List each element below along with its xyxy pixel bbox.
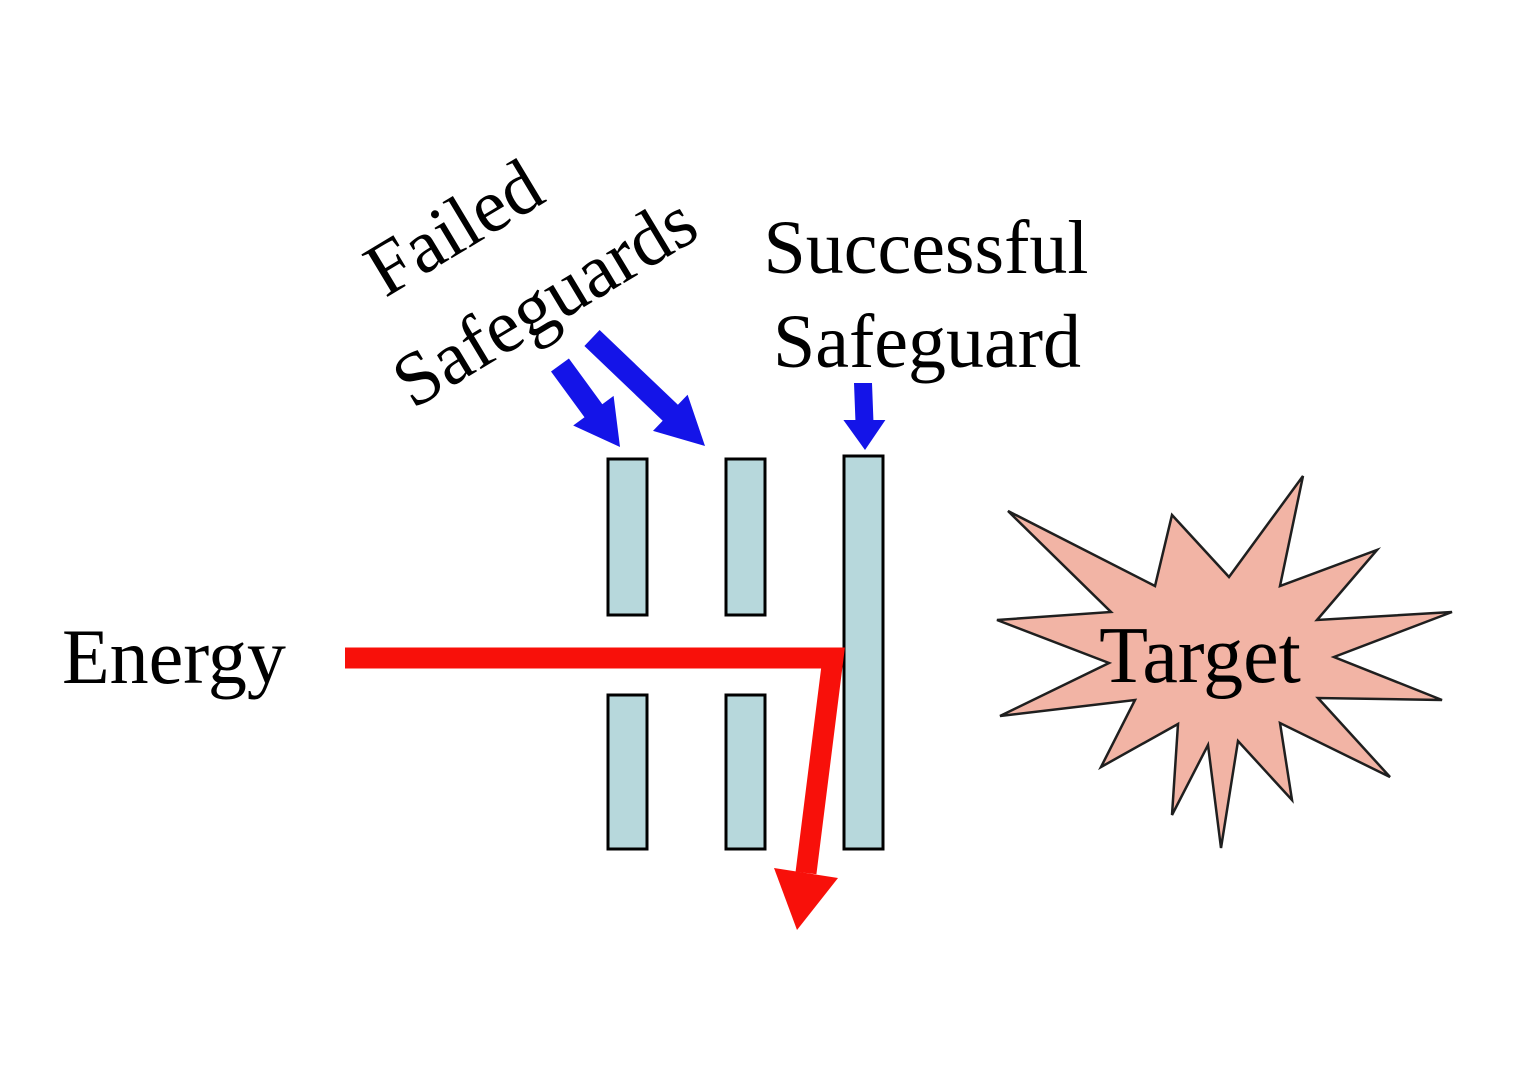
target-label: Target — [1099, 612, 1301, 700]
failed-barrier-1-top — [606, 457, 649, 617]
successful-safeguard-arrow-icon — [843, 383, 886, 450]
failed-barrier-2-bottom — [724, 693, 767, 851]
successful-safeguard-label-line2: Safeguard — [773, 300, 1081, 384]
successful-barrier — [842, 454, 885, 851]
failed-safeguard-arrow-1-icon — [551, 358, 620, 447]
target-starburst — [996, 475, 1453, 849]
failed-barrier-2-top — [724, 457, 767, 617]
successful-safeguard-label-line1: Successful — [763, 206, 1088, 290]
energy-flow-arrowhead-icon — [774, 868, 838, 930]
energy-label: Energy — [62, 613, 286, 700]
failed-safeguard-arrow-2-icon — [584, 330, 705, 446]
energy-flow-arrow-shaft — [345, 647, 845, 875]
failed-safeguards-label-group: Failed Safeguards — [351, 143, 711, 425]
failed-barrier-1-bottom — [606, 693, 649, 851]
